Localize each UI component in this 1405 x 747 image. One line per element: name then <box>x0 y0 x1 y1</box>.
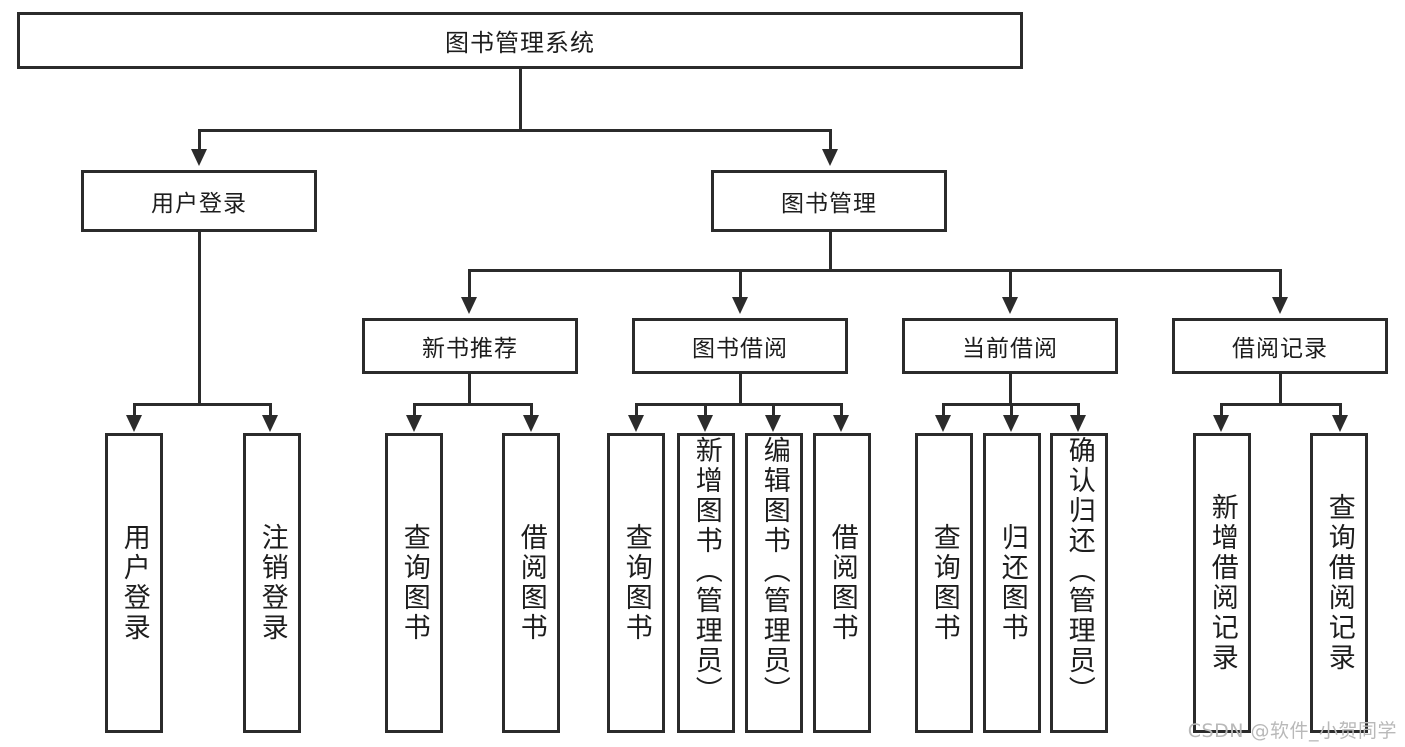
leaf-query-book-new-rec[interactable]: 查询图书 <box>385 433 443 733</box>
node-borrow-record[interactable]: 借阅记录 <box>1172 318 1388 374</box>
leaf-label: 新增图书（管理员） <box>690 436 722 706</box>
leaf-query-borrow-record[interactable]: 查询借阅记录 <box>1310 433 1368 733</box>
connector-nbr-stem <box>468 374 471 405</box>
leaf-label: 查询借阅记录 <box>1323 493 1355 673</box>
connector-root-stem <box>519 69 522 131</box>
arrow-root-to-book-manage <box>822 149 838 166</box>
leaf-add-borrow-record[interactable]: 新增借阅记录 <box>1193 433 1251 733</box>
arrow-bb-to-leaf3 <box>765 415 781 432</box>
arrow-nbr-to-leaf1 <box>406 415 422 432</box>
connector-user-login-stem <box>198 232 201 405</box>
connector-root-to-user-login <box>198 129 201 151</box>
arrow-bb-to-leaf2 <box>697 415 713 432</box>
connector-root-bus <box>198 129 832 132</box>
arrow-bm-to-borrow-record <box>1272 297 1288 314</box>
connector-user-login-to-leaf2 <box>269 403 272 417</box>
connector-bb-stem <box>739 374 742 405</box>
leaf-query-book-borrow[interactable]: 查询图书 <box>607 433 665 733</box>
connector-bm-to-borrow-record <box>1279 269 1282 299</box>
node-label: 新书推荐 <box>422 336 518 362</box>
connector-nbr-bus <box>413 403 533 406</box>
leaf-label: 借阅图书 <box>826 523 858 643</box>
connector-br-to-leaf1 <box>1220 403 1223 417</box>
connector-root-to-book-manage <box>829 129 832 151</box>
leaf-edit-book-admin[interactable]: 编辑图书（管理员） <box>745 433 803 733</box>
connector-br-bus <box>1220 403 1342 406</box>
node-label: 图书借阅 <box>692 336 788 362</box>
arrow-cb-to-leaf2 <box>1003 415 1019 432</box>
connector-bm-to-new-book-rec <box>468 269 471 299</box>
node-label: 图书管理系统 <box>445 29 595 57</box>
leaf-label: 归还图书 <box>996 523 1028 643</box>
node-current-borrow[interactable]: 当前借阅 <box>902 318 1118 374</box>
arrow-bm-to-book-borrow <box>732 297 748 314</box>
leaf-user-login[interactable]: 用户登录 <box>105 433 163 733</box>
arrow-bm-to-current-borrow <box>1002 297 1018 314</box>
connector-bb-to-leaf2 <box>704 403 707 417</box>
node-label: 图书管理 <box>781 191 877 217</box>
csdn-watermark: CSDN @软件_小贺同学 <box>1187 720 1397 742</box>
leaf-borrow-book-new-rec[interactable]: 借阅图书 <box>502 433 560 733</box>
connector-bb-to-leaf3 <box>772 403 775 417</box>
arrow-cb-to-leaf3 <box>1070 415 1086 432</box>
leaf-label: 查询图书 <box>620 523 652 643</box>
leaf-label: 新增借阅记录 <box>1206 493 1238 673</box>
connector-bb-to-leaf4 <box>840 403 843 417</box>
connector-user-login-bus <box>133 403 272 406</box>
connector-br-to-leaf2 <box>1339 403 1342 417</box>
leaf-return-book[interactable]: 归还图书 <box>983 433 1041 733</box>
connector-cb-stem <box>1009 374 1012 405</box>
arrow-user-login-to-leaf1 <box>126 415 142 432</box>
leaf-query-book-current[interactable]: 查询图书 <box>915 433 973 733</box>
leaf-label: 查询图书 <box>398 523 430 643</box>
leaf-borrow-book-borrow[interactable]: 借阅图书 <box>813 433 871 733</box>
leaf-add-book-admin[interactable]: 新增图书（管理员） <box>677 433 735 733</box>
arrow-cb-to-leaf1 <box>935 415 951 432</box>
arrow-bb-to-leaf1 <box>628 415 644 432</box>
connector-cb-to-leaf1 <box>942 403 945 417</box>
node-root-book-management-system[interactable]: 图书管理系统 <box>17 12 1023 69</box>
connector-bb-bus <box>635 403 842 406</box>
leaf-label: 用户登录 <box>118 523 150 643</box>
connector-cb-to-leaf3 <box>1077 403 1080 417</box>
node-label: 借阅记录 <box>1232 336 1328 362</box>
arrow-root-to-user-login <box>191 149 207 166</box>
connector-bb-to-leaf1 <box>635 403 638 417</box>
leaf-label: 编辑图书（管理员） <box>758 436 790 706</box>
arrow-nbr-to-leaf2 <box>523 415 539 432</box>
node-user-login[interactable]: 用户登录 <box>81 170 317 232</box>
node-label: 当前借阅 <box>962 336 1058 362</box>
leaf-label: 确认归还（管理员） <box>1063 436 1095 706</box>
connector-bm-to-current-borrow <box>1009 269 1012 299</box>
connector-nbr-to-leaf2 <box>530 403 533 417</box>
leaf-label: 借阅图书 <box>515 523 547 643</box>
connector-bm-to-book-borrow <box>739 269 742 299</box>
node-label: 用户登录 <box>151 191 247 217</box>
node-book-borrow[interactable]: 图书借阅 <box>632 318 848 374</box>
node-book-manage[interactable]: 图书管理 <box>711 170 947 232</box>
arrow-user-login-to-leaf2 <box>262 415 278 432</box>
arrow-br-to-leaf1 <box>1213 415 1229 432</box>
leaf-label: 查询图书 <box>928 523 960 643</box>
leaf-logout[interactable]: 注销登录 <box>243 433 301 733</box>
arrow-bb-to-leaf4 <box>833 415 849 432</box>
connector-cb-to-leaf2 <box>1010 403 1013 417</box>
connector-br-stem <box>1279 374 1282 405</box>
node-new-book-recommend[interactable]: 新书推荐 <box>362 318 578 374</box>
arrow-br-to-leaf2 <box>1332 415 1348 432</box>
connector-book-manage-stem <box>829 232 832 271</box>
connector-book-manage-bus <box>468 269 1280 272</box>
connector-user-login-to-leaf1 <box>133 403 136 417</box>
connector-nbr-to-leaf1 <box>413 403 416 417</box>
arrow-bm-to-new-book-rec <box>461 297 477 314</box>
leaf-confirm-return-admin[interactable]: 确认归还（管理员） <box>1050 433 1108 733</box>
leaf-label: 注销登录 <box>256 523 288 643</box>
